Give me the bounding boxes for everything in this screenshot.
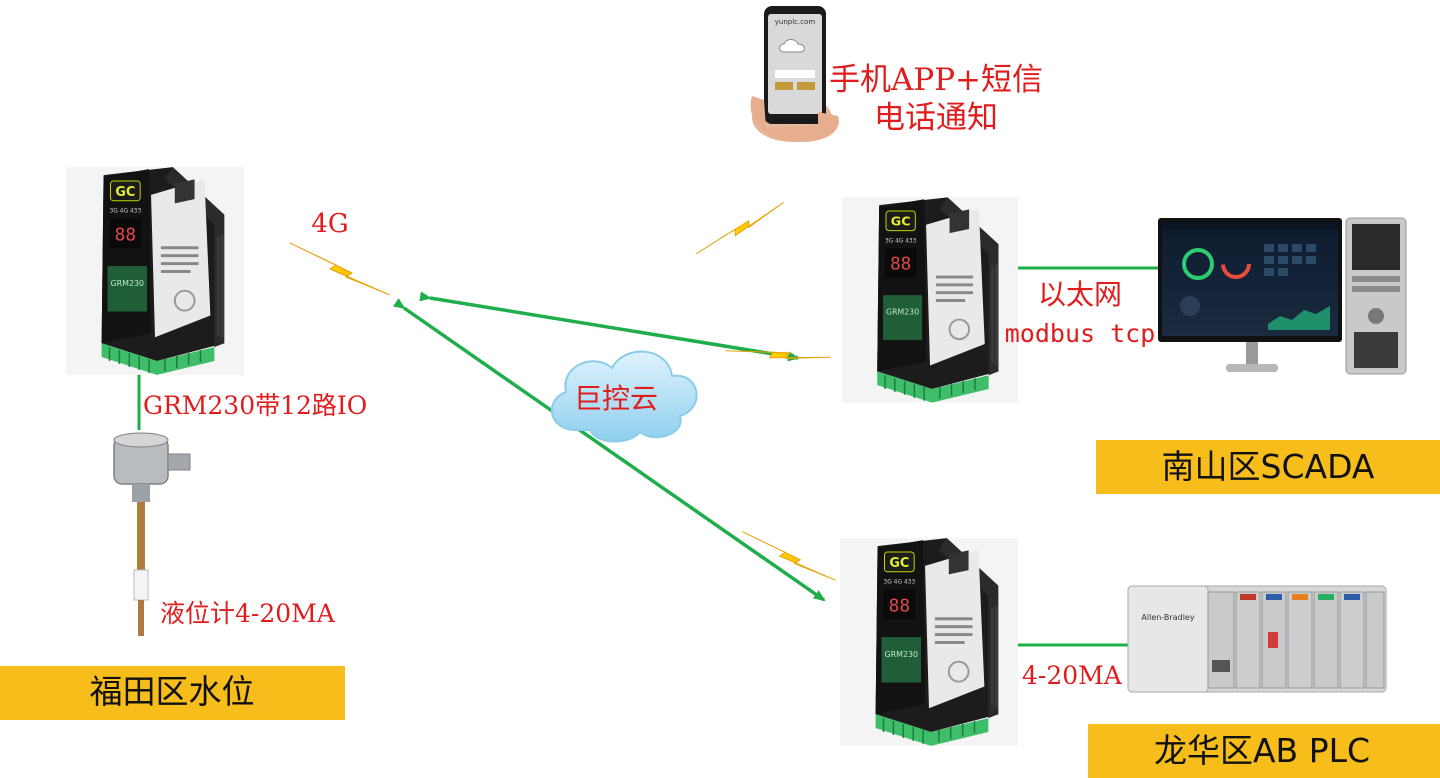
box-longhua-label: 龙华区AB PLC — [1154, 731, 1370, 770]
plc-brand: Allen-Bradley — [1141, 613, 1194, 622]
label-level-meter: 液位计4-20MA — [160, 599, 336, 628]
phone-app-label-line1: 手机APP+短信 — [829, 62, 1043, 98]
label-4-20ma: 4-20MA — [1022, 661, 1123, 690]
box-nanshan-label: 南山区SCADA — [1162, 447, 1375, 486]
ab-plc-rack: Allen-Bradley — [1127, 585, 1387, 693]
scada-computer — [1158, 217, 1407, 375]
lightning-icon-nanshan — [724, 312, 832, 396]
grm230-device-futian — [66, 166, 244, 376]
label-ethernet: 以太网 — [1038, 278, 1122, 311]
cloud-label: 巨控云 — [574, 382, 658, 415]
wireless-signals — [290, 176, 836, 581]
phone-app-label-line2: 电话通知 — [874, 100, 998, 136]
level-meter-sensor — [113, 432, 191, 636]
box-longhua: 龙华区AB PLC — [1088, 724, 1440, 778]
label-4g: 4G — [311, 209, 348, 239]
box-futian: 福田区水位 — [0, 666, 345, 720]
grm230-device-longhua — [840, 536, 1018, 748]
label-grm230-io: GRM230带12路IO — [143, 391, 367, 420]
arrow-cloud-to-nanshan — [419, 291, 800, 362]
label-modbus-tcp: modbus tcp — [1005, 319, 1156, 348]
phone-url: yunplc.com — [775, 18, 816, 26]
lightning-icon-phone — [695, 176, 785, 280]
lightning-icon-4g — [290, 242, 390, 296]
cloud-icon: 巨控云 — [550, 350, 698, 443]
lightning-icon-longhua — [742, 531, 836, 581]
grm230-device-nanshan — [842, 195, 1018, 405]
box-nanshan: 南山区SCADA — [1096, 440, 1440, 494]
arrow-cloud-to-longhua — [392, 298, 826, 602]
smartphone: yunplc.com — [750, 6, 839, 142]
box-futian-label: 福田区水位 — [90, 672, 255, 711]
